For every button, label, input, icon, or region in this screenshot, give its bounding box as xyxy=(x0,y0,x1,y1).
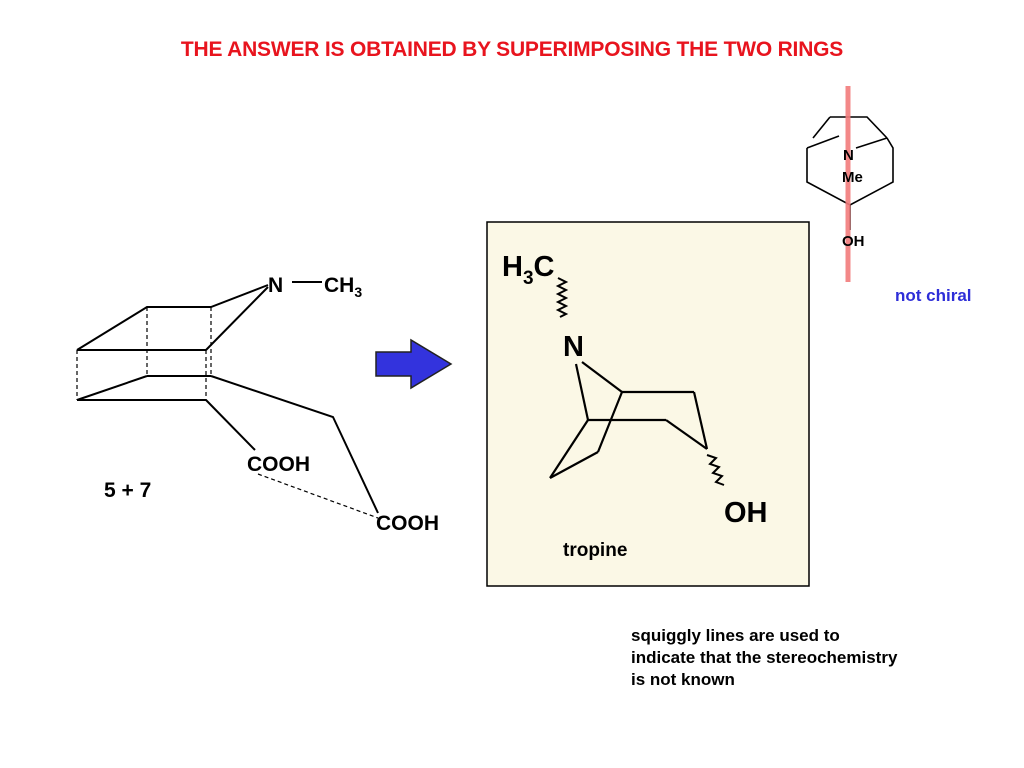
top-right-n-atom: N xyxy=(843,147,854,164)
tropine-wavy-bond-methyl xyxy=(555,277,569,318)
left-n-atom: N xyxy=(268,274,283,297)
slide-title: THE ANSWER IS OBTAINED BY SUPERIMPOSING … xyxy=(180,38,844,61)
left-hidden-lines xyxy=(76,307,379,519)
tropine-oh-label: OH xyxy=(724,497,768,529)
top-right-me-label: Me xyxy=(842,169,863,186)
tropine-box xyxy=(486,221,810,587)
reaction-arrow xyxy=(375,338,453,390)
left-cooh-upper: COOH xyxy=(247,453,310,476)
tropine-n-atom: N xyxy=(563,331,584,363)
tropine-name: tropine xyxy=(563,540,627,561)
tropine-h3c-label: H3C xyxy=(502,251,555,289)
chirality-label: not chiral xyxy=(895,286,972,305)
left-cooh-lower: COOH xyxy=(376,512,439,535)
tropine-wavy-bond-hydroxyl xyxy=(706,454,725,486)
left-ch3-label: CH3 xyxy=(324,274,362,300)
tropine-bicyclic-skeleton xyxy=(549,361,709,479)
top-right-oh-label: OH xyxy=(842,233,865,250)
stereochemistry-footnote: squiggly lines are used to indicate that… xyxy=(631,626,898,689)
ring-size-label: 5 + 7 xyxy=(104,479,151,502)
left-ring-structure xyxy=(76,281,379,514)
